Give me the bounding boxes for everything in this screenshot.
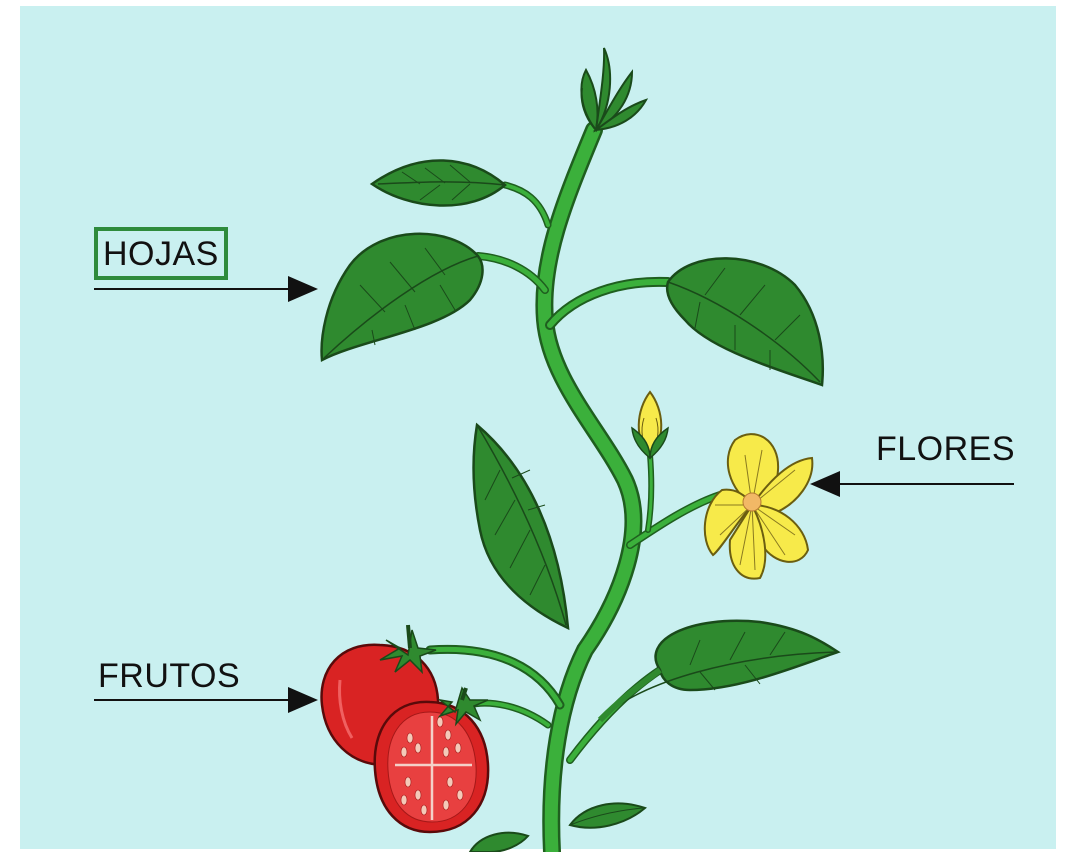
label-hojas: HOJAS: [94, 227, 228, 280]
label-flores: FLORES: [876, 432, 1015, 466]
label-frutos: FRUTOS: [98, 659, 240, 693]
